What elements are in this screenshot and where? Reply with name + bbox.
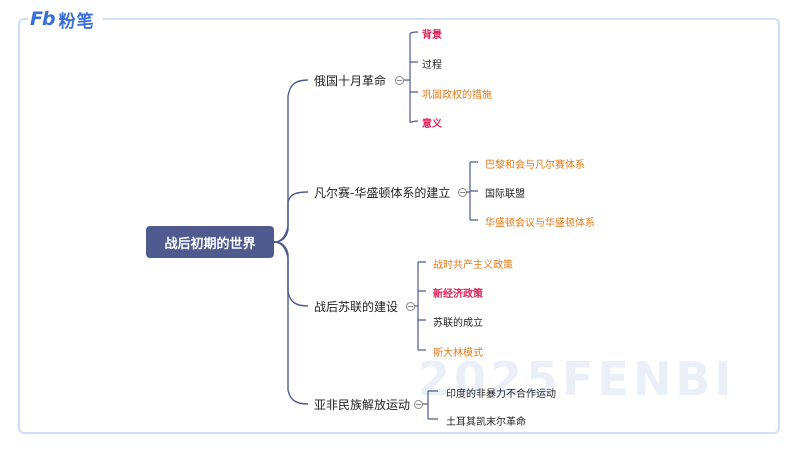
connector-b3 <box>414 261 426 351</box>
connector-b1 <box>404 31 419 123</box>
collapse-toggle-icon[interactable] <box>414 400 423 409</box>
leaf-node[interactable]: 巩固政权的措施 <box>422 90 492 101</box>
leaf-node[interactable]: 战时共产主义政策 <box>433 260 513 271</box>
leaf-node[interactable]: 过程 <box>422 60 442 71</box>
leaf-node[interactable]: 新经济政策 <box>433 289 483 300</box>
content-frame <box>18 18 780 434</box>
leaf-node[interactable]: 苏联的成立 <box>433 318 483 329</box>
leaf-node[interactable]: 土耳其凯末尔革命 <box>446 417 526 428</box>
leaf-node[interactable]: 巴黎和会与凡尔赛体系 <box>485 160 585 171</box>
brand-logo: Fb 粉笔 <box>28 8 103 32</box>
collapse-toggle-icon[interactable] <box>406 302 415 311</box>
root-node[interactable]: 战后初期的世界 <box>146 226 274 258</box>
watermark: 2025FENBI <box>418 352 736 406</box>
connector-root-branch-3 <box>273 241 309 307</box>
connector-root-branch-4 <box>273 241 309 405</box>
connector-b4 <box>422 390 438 420</box>
branch-node-october-revolution[interactable]: 俄国十月革命 <box>314 74 387 88</box>
leaf-node[interactable]: 印度的非暴力不合作运动 <box>446 389 556 400</box>
connector-b2 <box>466 161 478 221</box>
connector-root-branch-1 <box>273 79 309 243</box>
collapse-toggle-icon[interactable] <box>395 76 404 85</box>
leaf-node[interactable]: 华盛顿会议与华盛顿体系 <box>485 218 595 229</box>
branch-node-asia-africa-liberation[interactable]: 亚非民族解放运动 <box>314 398 411 412</box>
brand-name: 粉笔 <box>58 11 95 32</box>
leaf-node[interactable]: 国际联盟 <box>485 189 525 200</box>
connector-root-branch-2 <box>273 191 309 243</box>
collapse-toggle-icon[interactable] <box>458 188 467 197</box>
branch-node-versailles-washington-system[interactable]: 凡尔赛-华盛顿体系的建立 <box>314 186 451 200</box>
leaf-node[interactable]: 背景 <box>422 30 442 41</box>
branch-node-soviet-construction[interactable]: 战后苏联的建设 <box>314 300 399 314</box>
leaf-node[interactable]: 意义 <box>422 119 442 130</box>
leaf-node[interactable]: 斯大林模式 <box>433 348 483 359</box>
fenbi-logo-icon: Fb <box>30 8 56 30</box>
